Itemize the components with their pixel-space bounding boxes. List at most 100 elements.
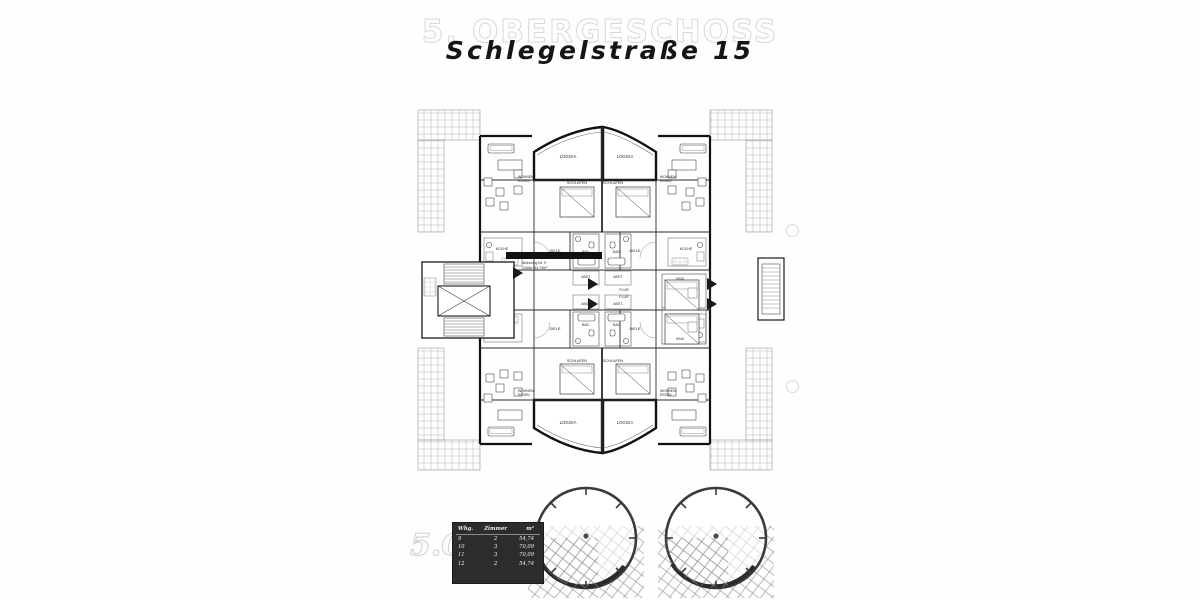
entry-arrow-3 — [588, 278, 598, 290]
terrace-hatching — [417, 109, 773, 471]
cell-unit: 10 — [458, 544, 465, 551]
col-header-rooms: Zimmer — [479, 525, 513, 535]
unit-top-right: WOHNEN/ ESSEN KÜCHE DIELE SCHLAFEN — [603, 143, 707, 311]
room-wohnen-essen-tr: WOHNEN/ ESSEN — [660, 143, 707, 211]
annotation-line2: Größe: 54,74m² — [522, 266, 548, 270]
room-label-flur-top: FLUR — [619, 288, 629, 292]
room-label-schlafen-bl: SCHLAFEN — [567, 359, 588, 363]
unit-annotation-callout: Wohnung Nr. 9 Größe: 54,74m² — [522, 261, 548, 270]
table-row: 12 2 54,74 — [456, 560, 540, 568]
room-schlafen-bl: SCHLAFEN — [559, 359, 595, 395]
cell-rooms: 3 — [493, 544, 498, 551]
room-label-wohnen-bl2: ESSEN — [518, 393, 530, 397]
room-schlafen-tl: SCHLAFEN — [559, 181, 595, 218]
room-schlafen-br: SCHLAFEN — [603, 359, 651, 395]
room-wohnen-essen-tl: WOHNEN/ ESSEN — [483, 143, 534, 211]
room-label-kueche-tr: KÜCHE — [680, 247, 693, 251]
room-label-kind-top: KIND — [676, 277, 685, 281]
table-row: 10 3 70,09 — [456, 543, 540, 551]
annotation-bar — [506, 252, 602, 259]
unit-schedule-table: Whg. Zimmer m² 9 2 54,74 10 3 70,09 — [452, 522, 544, 584]
room-label-abst-tr: ABST. — [613, 275, 622, 279]
room-label-bad-br: BAD — [613, 323, 621, 327]
room-label-flur-bot: FLUR — [619, 295, 629, 299]
loggia-top-left: LOGGIA — [532, 125, 604, 182]
entry-arrow-2 — [588, 298, 598, 310]
room-label-bad-bl: BAD — [582, 323, 590, 327]
room-label-wohnen-br2: ESSEN — [660, 393, 672, 397]
cell-area: 54,74 — [519, 560, 534, 567]
loggia-bottom-left: LOGGIA — [532, 398, 604, 455]
room-label-wohnen-tl: WOHNEN/ — [518, 175, 534, 179]
entry-arrow-5 — [707, 298, 717, 310]
circular-detail-drawings — [528, 486, 788, 598]
entry-arrow-4 — [707, 278, 717, 290]
loggia-top-right: LOGGIA — [601, 125, 658, 182]
col-header-area: m² — [512, 525, 540, 535]
room-label-diele-br: DIELE — [630, 327, 641, 331]
room-label-diele-tl: DIELE — [550, 249, 561, 253]
entry-arrow-1 — [513, 267, 523, 279]
room-label-wohnen-tl2: ESSEN — [518, 179, 530, 183]
floor-plan-drawing: LOGGIA LOGGIA LOGGIA LOGGIA — [410, 92, 800, 492]
room-label-loggia-br: LOGGIA — [617, 420, 634, 425]
room-label-abst-br: ABST. — [613, 302, 622, 306]
room-bad-br: BAD — [604, 311, 632, 347]
col-header-unit: Whg. — [456, 525, 480, 535]
room-label-schlafen-br: SCHLAFEN — [603, 359, 624, 363]
room-label-bad-tr: BAD — [613, 250, 621, 254]
room-label-loggia-tr: LOGGIA — [617, 154, 634, 159]
title-block: 5. OBERGESCHOSS Schlegelstraße 15 — [0, 14, 1200, 72]
cell-area: 54,74 — [519, 535, 534, 542]
loggia-bottom-right: LOGGIA — [601, 398, 658, 455]
room-schlafen-tr: SCHLAFEN — [603, 181, 651, 218]
room-label-abst-bl: ABST. — [581, 302, 590, 306]
cell-unit: 11 — [458, 552, 465, 559]
room-label-wohnen-bl: WOHNEN/ — [518, 389, 534, 393]
table-row: 9 2 54,74 — [456, 534, 540, 543]
scan-artifact-dot — [786, 380, 799, 393]
room-kind-top: KIND — [661, 273, 707, 311]
room-label-kind-bot: KIND — [676, 337, 685, 341]
room-label-schlafen-tl: SCHLAFEN — [567, 181, 588, 185]
room-kueche-tr: KÜCHE — [667, 237, 707, 267]
room-wohnen-essen-br: WOHNEN/ ESSEN — [660, 369, 707, 437]
room-label-abst-tl: ABST. — [581, 275, 590, 279]
scan-artifact-dot — [786, 224, 799, 237]
room-label-schlafen-tr: SCHLAFEN — [603, 181, 624, 185]
table-row: 11 3 70,09 — [456, 551, 540, 559]
legend-block: 5.OG Whg. Zimmer m² 9 2 54,74 — [409, 512, 550, 590]
room-label-diele-bl: DIELE — [550, 327, 561, 331]
stair-elevator-core — [421, 261, 515, 339]
elevator-shaft — [437, 285, 491, 317]
stair-flight-upper — [443, 263, 485, 285]
unit-bottom-right: WOHNEN/ ESSEN KÜCHE DIELE SCHLAFEN — [603, 294, 707, 437]
stair-secondary-right — [757, 257, 785, 321]
room-bad-bl: BAD — [572, 311, 600, 347]
cell-unit: 12 — [458, 560, 465, 567]
cell-unit: 9 — [458, 535, 462, 542]
circular-detail-right — [658, 486, 774, 598]
room-label-wohnen-br: WOHNEN/ — [660, 389, 676, 393]
floor-ghost-title: 5. OBERGESCHOSS — [421, 14, 779, 51]
cell-rooms: 2 — [493, 535, 498, 542]
entry-arrow-markers — [513, 267, 717, 310]
room-kind-bot: KIND — [661, 309, 707, 345]
room-wohnen-essen-bl: WOHNEN/ ESSEN — [483, 369, 534, 437]
room-bad-tr: BAD — [604, 233, 632, 269]
room-bad-tl: BAD — [572, 233, 600, 269]
room-label-loggia-tl: LOGGIA — [560, 154, 577, 159]
cell-area: 70,09 — [519, 544, 534, 551]
stair-flight-lower — [443, 317, 485, 337]
room-label-wohnen-tr: WOHNEN/ — [660, 175, 676, 179]
room-label-wohnen-tr2: ESSEN — [660, 179, 672, 183]
room-label-kueche-tl: KÜCHE — [496, 247, 509, 251]
circular-detail-left — [528, 486, 644, 598]
annotation-line1: Wohnung Nr. 9 — [522, 261, 546, 265]
room-label-diele-tr: DIELE — [630, 249, 641, 253]
room-label-loggia-bl: LOGGIA — [560, 420, 577, 425]
table-header-row: Whg. Zimmer m² — [456, 525, 540, 535]
cell-area: 70,09 — [519, 552, 534, 559]
cell-rooms: 2 — [493, 560, 498, 567]
